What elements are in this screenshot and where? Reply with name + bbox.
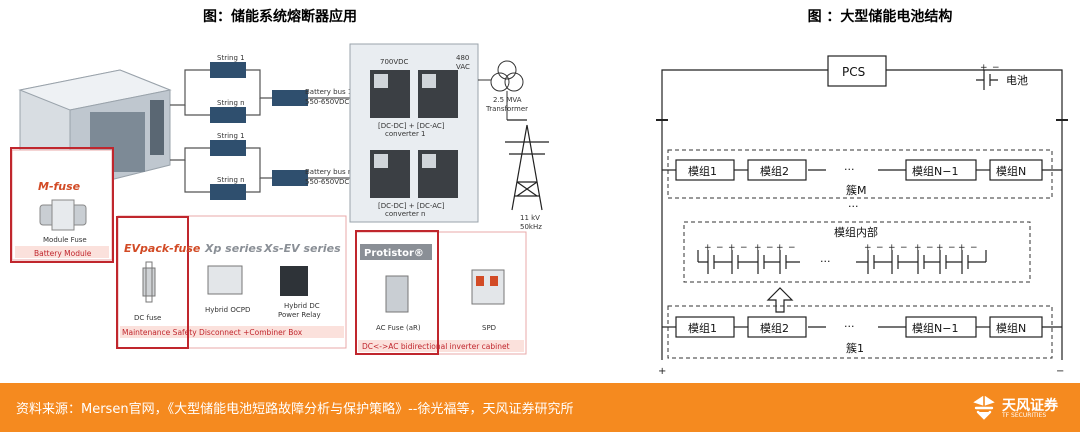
- expand-arrow-icon: [768, 288, 792, 312]
- cell-minus: −: [766, 243, 774, 253]
- cell-minus: −: [948, 243, 956, 253]
- cell-plus: +: [728, 243, 736, 253]
- ellipsis-label: ···: [844, 320, 855, 333]
- ac-fuse-label: AC Fuse (aR): [376, 324, 421, 332]
- dc-voltage-label: 700VDC: [380, 58, 409, 66]
- grid-frequency-label: 50kHz: [520, 223, 542, 231]
- spd-label: SPD: [482, 324, 496, 332]
- cell-minus: −: [900, 243, 908, 253]
- module-interior-label: 模组内部: [834, 225, 878, 239]
- bus-voltage-label: 550-650VDC: [305, 98, 349, 106]
- module-label: 模组N−1: [912, 321, 958, 335]
- cell-plus: +: [776, 243, 784, 253]
- cell-plus: +: [704, 243, 712, 253]
- ac-voltage-label: 480: [456, 54, 469, 62]
- converter-label: converter 1: [385, 130, 426, 138]
- cell-minus: −: [788, 243, 796, 253]
- tf-securities-logo: 天风证券 TF SECURITIES: [972, 394, 1062, 422]
- legend-label: 电池: [1006, 74, 1028, 87]
- transformer-label: Transformer: [485, 105, 528, 113]
- string-label: String n: [217, 176, 245, 184]
- source-text: 资料来源：Mersen官网，《大型储能电池短路故障分析与保护策略》--徐光福等，…: [16, 398, 573, 417]
- cell-minus: −: [876, 243, 884, 253]
- cell-plus: +: [936, 243, 944, 253]
- cell-minus: −: [740, 243, 748, 253]
- module-label: 模组2: [760, 164, 789, 178]
- grid-voltage-label: 11 kV: [520, 214, 540, 222]
- cluster-1-label: 簇1: [846, 341, 864, 355]
- converter-label: converter n: [385, 210, 426, 218]
- xs-ev-series-logo: Xs-EV series: [263, 242, 341, 255]
- battery-legend-icon: [976, 70, 998, 90]
- vertical-ellipsis: ···: [848, 200, 859, 213]
- fuse-application-diagram: String 1 String n String 1 String n Batt…: [0, 30, 560, 370]
- cell-plus: +: [864, 243, 872, 253]
- tf-logo-icon: [972, 396, 996, 420]
- bus-label: Battery bus 1: [305, 88, 352, 96]
- logo-english-name: TF SECURITIES: [1002, 412, 1046, 419]
- module-label: 模组1: [688, 164, 717, 178]
- negative-terminal-label: −: [1056, 366, 1064, 377]
- m-fuse-logo: M-fuse: [38, 180, 81, 193]
- evpack-fuse-logo: EVpack-fuse: [124, 242, 201, 255]
- combiner-box-label: Maintenance Safety Disconnect +Combiner …: [122, 328, 303, 337]
- right-figure-title: 图 ：大型储能电池结构: [760, 6, 1000, 26]
- cell-plus: +: [958, 243, 966, 253]
- pcs-label: PCS: [842, 65, 865, 79]
- dc-fuse-label: DC fuse: [134, 314, 161, 322]
- bus-label: Battery bus n: [305, 168, 352, 176]
- cluster-m-label: 簇M: [846, 183, 867, 197]
- legend-minus: −: [992, 63, 1000, 73]
- cell-plus: +: [888, 243, 896, 253]
- string-label: String n: [217, 99, 245, 107]
- module-label: 模组N: [996, 164, 1026, 178]
- cell-plus: +: [914, 243, 922, 253]
- cell-minus: −: [970, 243, 978, 253]
- xp-series-logo: Xp series: [204, 242, 263, 255]
- hybrid-relay-label: Power Relay: [278, 311, 321, 319]
- module-label: 模组N−1: [912, 164, 958, 178]
- bus-switch: [272, 90, 308, 106]
- module-interior-cells: [698, 250, 986, 274]
- string-label: String 1: [217, 54, 245, 62]
- cell-ellipsis: ···: [820, 255, 831, 268]
- module-label: 模组1: [688, 321, 717, 335]
- converter-label: [DC-DC] + [DC-AC]: [378, 202, 445, 210]
- bus-voltage-label: 550-650VDC: [305, 178, 349, 186]
- legend-plus: +: [980, 63, 988, 73]
- hybrid-ocpd-label: Hybrid OCPD: [205, 306, 250, 314]
- hybrid-relay-label: Hybrid DC: [284, 302, 320, 310]
- converter-label: [DC-DC] + [DC-AC]: [378, 122, 445, 130]
- transmission-tower: [505, 120, 549, 210]
- battery-structure-diagram: PCS + − 电池 模组1 模组2 ··· 模组N−1 模组N 簇M ··· …: [650, 40, 1070, 380]
- battery-module-panel: [11, 148, 113, 262]
- string-label: String 1: [217, 132, 245, 140]
- ac-voltage-label: VAC: [456, 63, 470, 71]
- cell-minus: −: [716, 243, 724, 253]
- ellipsis-label: ···: [844, 163, 855, 176]
- bus-switch: [272, 170, 308, 186]
- module-label: 模组N: [996, 321, 1026, 335]
- battery-module-label: Battery Module: [34, 249, 92, 258]
- cell-plus: +: [754, 243, 762, 253]
- module-label: 模组2: [760, 321, 789, 335]
- module-fuse-label: Module Fuse: [43, 236, 87, 244]
- source-footer: 资料来源：Mersen官网，《大型储能电池短路故障分析与保护策略》--徐光福等，…: [0, 383, 1080, 432]
- positive-terminal-label: +: [658, 366, 666, 377]
- transformer-label: 2.5 MVA: [493, 96, 522, 104]
- left-figure-title: 图：储能系统熔断器应用: [150, 6, 410, 26]
- inverter-cabinet-label: DC<->AC bidirectional inverter cabinet: [362, 342, 510, 351]
- cell-minus: −: [926, 243, 934, 253]
- protistor-logo: Protistor®: [364, 248, 424, 259]
